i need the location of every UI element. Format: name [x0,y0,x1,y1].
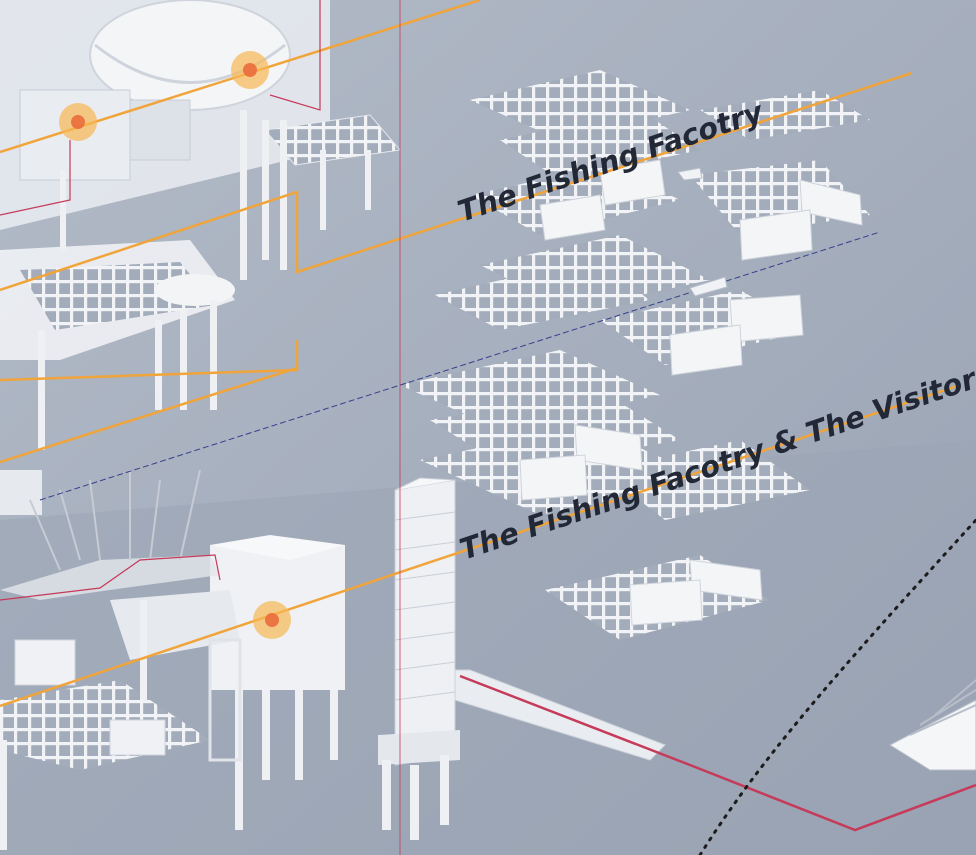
activity-node-icon [253,601,291,639]
activity-node-icon [59,103,97,141]
boundary-dotted-line [698,518,976,855]
orange-route-3 [0,340,299,382]
red-route-3 [0,554,221,601]
small-boat-icon [689,276,728,297]
platform-grid-cluster [400,70,870,640]
red-route-1 [0,140,71,216]
orange-route-5 [0,383,961,708]
blue-dashed-line [39,231,881,501]
activity-node-icon [231,51,269,89]
small-boat-icon [677,167,703,181]
red-route-4 [459,674,976,832]
visitor-tower [378,477,460,840]
orange-route-4 [0,366,298,464]
red-route-2 [269,0,321,111]
orange-route-2 [0,71,913,292]
cruise-ship-icon [888,679,976,771]
